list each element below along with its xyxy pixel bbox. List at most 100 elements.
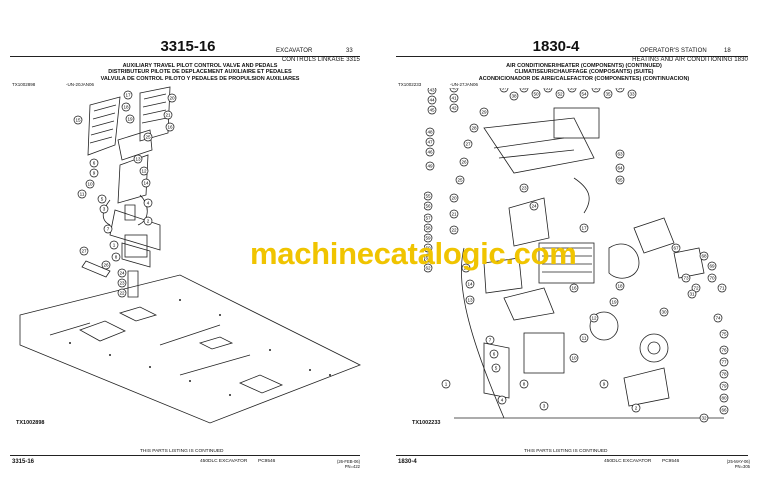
callout: 67 (671, 243, 681, 253)
svg-text:66: 66 (721, 408, 727, 413)
callout: 12 (589, 313, 599, 323)
svg-text:23: 23 (119, 281, 125, 286)
footer-model: 450DLC EXCAVATOR (604, 459, 652, 464)
callout: 56 (424, 201, 433, 211)
svg-text:65: 65 (617, 178, 623, 183)
svg-text:19: 19 (611, 300, 617, 305)
svg-text:61: 61 (425, 256, 431, 261)
svg-text:38: 38 (511, 94, 517, 99)
callout: 7 (485, 335, 495, 345)
svg-text:36: 36 (593, 88, 599, 91)
svg-text:24: 24 (531, 204, 537, 209)
svg-text:16: 16 (167, 125, 173, 130)
svg-text:72: 72 (693, 286, 699, 291)
svg-text:63: 63 (617, 152, 623, 157)
callout: 69 (707, 261, 717, 271)
title-en: AUXILIARY TRAVEL PILOT CONTROL VALVE AND… (122, 63, 278, 69)
callout: 13 (465, 295, 475, 305)
callout: 26 (459, 157, 469, 167)
callout: 1 (441, 379, 451, 389)
callout: 70 (707, 273, 717, 283)
callout: 12 (139, 166, 149, 176)
callout: 77 (719, 357, 729, 367)
callout: 8 (519, 379, 529, 389)
callout: 19 (609, 297, 619, 307)
footer-model: 450DLC EXCAVATOR (200, 459, 248, 464)
svg-text:34: 34 (617, 88, 623, 91)
svg-text:3: 3 (543, 404, 546, 409)
callout: 26 (101, 260, 111, 270)
svg-text:1: 1 (113, 243, 116, 248)
svg-text:27: 27 (81, 249, 87, 254)
figure-id-bottom: TX1002233 (412, 420, 441, 426)
svg-text:60: 60 (425, 246, 431, 251)
callout: 60 (424, 243, 433, 253)
callout: 28 (469, 123, 479, 133)
callout: 59 (424, 233, 433, 243)
header-page-num: 18 (724, 48, 731, 54)
callout: 8 (111, 252, 121, 262)
callout: 58 (424, 223, 433, 233)
callout: 14 (465, 279, 475, 289)
svg-text:67: 67 (673, 246, 679, 251)
callout: 53 (567, 88, 577, 93)
svg-text:4: 4 (147, 201, 150, 206)
callout: 24 (117, 268, 127, 278)
svg-text:19: 19 (127, 117, 133, 122)
callout: 33 (627, 89, 637, 99)
svg-text:24: 24 (119, 271, 125, 276)
header-product: EXCAVATOR (276, 48, 313, 54)
svg-text:23: 23 (521, 186, 527, 191)
section-titles: AUXILIARY TRAVEL PILOT CONTROL VALVE AND… (50, 63, 350, 82)
callout: 52 (555, 89, 565, 99)
callout: 10 (569, 353, 579, 363)
svg-text:3: 3 (103, 207, 106, 212)
svg-text:9: 9 (93, 171, 96, 176)
callout: 62 (424, 263, 433, 273)
svg-text:20: 20 (451, 196, 457, 201)
svg-text:62: 62 (425, 266, 431, 271)
callout: 31 (687, 289, 697, 299)
callout: 2 (143, 216, 153, 226)
svg-text:25: 25 (145, 135, 151, 140)
callout: 5 (491, 363, 501, 373)
callout: 1 (109, 240, 119, 250)
callout: 10 (85, 179, 95, 189)
callout: 54 (579, 89, 589, 99)
callout: 80 (719, 393, 729, 403)
callout: 71 (717, 283, 727, 293)
callout: 38 (509, 91, 519, 101)
callout: 34 (615, 88, 625, 93)
watermark: machinecatalogic.com (250, 236, 577, 271)
figure-id: TX1002898 (12, 82, 36, 87)
footer-meta: (25-MAY-06) PN=305 (727, 459, 750, 469)
title-fr: CLIMATISEUR/CHAUFFAGE (COMPOSANTS) (SUIT… (514, 69, 654, 76)
figure-date: -UN-27JAN06 (450, 82, 479, 87)
svg-text:68: 68 (701, 254, 707, 259)
callout: 41 (449, 93, 459, 103)
footer-meta: (26-FEB-06) PN=422 (337, 459, 360, 469)
callout: 44 (427, 95, 437, 105)
title-fr: DISTRIBUTEUR PILOTE DE DEPLACEMENT AUXIL… (108, 69, 292, 76)
svg-text:26: 26 (461, 160, 467, 165)
callout: 73 (681, 273, 691, 283)
svg-text:25: 25 (457, 178, 463, 183)
svg-text:56: 56 (425, 204, 431, 209)
svg-text:26: 26 (103, 263, 109, 268)
callout: 20 (167, 93, 177, 103)
callout: 14 (141, 178, 151, 188)
callout: 43 (427, 88, 437, 95)
svg-text:15: 15 (463, 266, 469, 271)
right-page: 1830-4 OPERATOR'S STATION 18 HEATING AND… (384, 0, 768, 497)
svg-text:20: 20 (169, 96, 175, 101)
svg-text:44: 44 (429, 98, 435, 103)
footer-page-code: 1830-4 (398, 459, 417, 465)
callout: 74 (713, 313, 723, 323)
svg-text:31: 31 (689, 292, 695, 297)
svg-text:21: 21 (165, 113, 171, 118)
svg-text:12: 12 (591, 316, 597, 321)
svg-text:1: 1 (445, 382, 448, 387)
svg-text:43: 43 (429, 88, 435, 93)
callout: 22 (117, 288, 127, 298)
svg-text:40: 40 (451, 88, 457, 91)
